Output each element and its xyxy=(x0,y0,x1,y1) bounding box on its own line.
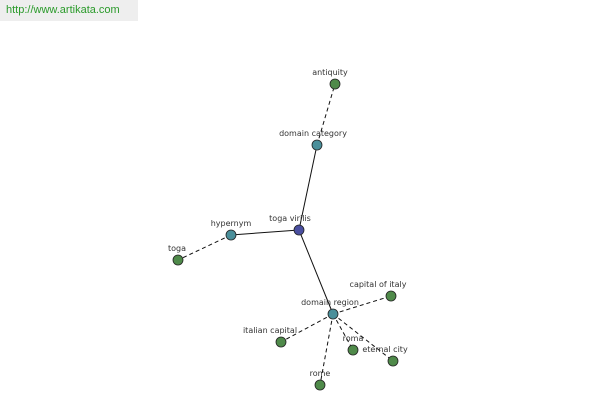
site-url-banner[interactable]: http://www.artikata.com xyxy=(0,0,138,21)
edge-domain-region-to-italian-capital xyxy=(280,313,334,343)
node-rome[interactable] xyxy=(314,379,326,391)
label-toga-virilis: toga virilis xyxy=(269,214,311,223)
nodes-layer xyxy=(172,78,399,391)
edge-domain-region-to-capital-of-italy xyxy=(332,295,392,315)
edge-toga-virilis-to-domain-region xyxy=(298,229,334,315)
label-roma: roma xyxy=(343,334,364,343)
node-toga-virilis[interactable] xyxy=(293,224,305,236)
label-eternal-city: eternal city xyxy=(362,345,408,354)
edges-layer xyxy=(177,83,394,386)
edge-domain-region-to-eternal-city xyxy=(332,313,394,362)
label-rome: rome xyxy=(310,369,331,378)
node-hypernym[interactable] xyxy=(225,229,237,241)
node-antiquity[interactable] xyxy=(329,78,341,90)
edge-hypernym-to-toga xyxy=(177,234,232,261)
label-domain-category: domain category xyxy=(279,129,347,138)
labels-layer: toga virilis domain category antiquity hype… xyxy=(168,68,408,378)
label-italian-capital: italian capital xyxy=(243,326,297,335)
label-antiquity: antiquity xyxy=(312,68,348,77)
label-domain-region: domain region xyxy=(301,298,359,307)
node-italian-capital[interactable] xyxy=(275,336,287,348)
node-roma[interactable] xyxy=(347,344,359,356)
edge-domain-region-to-roma xyxy=(332,313,354,351)
edge-domain-region-to-rome xyxy=(319,313,334,386)
node-domain-category[interactable] xyxy=(311,139,323,151)
node-domain-region[interactable] xyxy=(327,308,339,320)
edge-domain-category-to-antiquity xyxy=(316,83,336,146)
node-toga[interactable] xyxy=(172,254,184,266)
label-capital-of-italy: capital of italy xyxy=(350,280,407,289)
edge-toga-virilis-to-domain-category xyxy=(298,144,318,231)
label-toga: toga xyxy=(168,244,186,253)
node-capital-of-italy[interactable] xyxy=(385,290,397,302)
node-eternal-city[interactable] xyxy=(387,355,399,367)
label-hypernym: hypernym xyxy=(211,219,252,228)
edge-toga-virilis-to-hypernym xyxy=(230,229,300,236)
